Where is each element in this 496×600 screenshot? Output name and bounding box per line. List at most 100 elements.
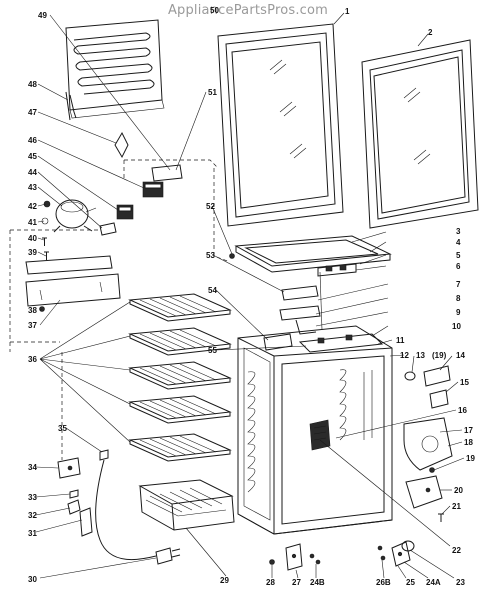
compressor-plate-part-37 [25,255,121,307]
power-cord [95,459,181,565]
callout-28: 28 [266,578,275,587]
callout-10: 10 [452,322,461,331]
callout-27: 27 [292,578,301,587]
clip-part-44 [99,222,117,236]
callout-21: 21 [452,502,461,511]
callout-5: 5 [456,251,461,260]
callout-16: 16 [458,406,467,415]
callout-36: 36 [28,355,37,364]
callout-12: 12 [400,351,409,360]
callout-1: 1 [345,7,350,16]
watermark: AppliancePartsPros.com [167,3,329,18]
hinge-part-54 [263,333,293,351]
callout-29: 29 [220,576,229,585]
callout-31: 31 [28,529,37,538]
callout-19-paren: (19) [432,351,447,360]
callout-50: 50 [210,6,219,15]
callout-18: 18 [464,438,473,447]
cord-clip-part-35 [99,449,109,461]
callout-47: 47 [28,108,37,117]
callout-39: 39 [28,248,37,257]
hinge-part-24A-25 [391,541,411,567]
screw-part-39 [44,251,49,260]
callout-37: 37 [28,321,37,330]
callout-4: 4 [456,238,461,247]
callout-51: 51 [208,88,217,97]
crisper-drawer [138,479,235,531]
callout-7: 7 [456,280,461,289]
callout-52: 52 [206,202,215,211]
callout-26B: 26B [376,578,391,587]
callout-3: 3 [456,227,461,236]
callout-44: 44 [28,168,37,177]
callout-6: 6 [456,262,461,271]
relay-box-part-34 [57,457,81,479]
switch-part-14 [423,365,451,387]
leader-lines [35,12,465,579]
callout-49: 49 [38,11,47,20]
callout-38: 38 [28,306,37,315]
bracket-part-20 [405,475,443,509]
hinge-screw-part-52 [229,253,235,259]
callout-42: 42 [28,202,37,211]
callout-40: 40 [28,234,37,243]
tube-part-48 [65,91,77,121]
plug-part-32 [67,499,81,515]
cabinet-body [237,325,393,535]
control-panel-parts-10-11 [298,333,384,353]
thermostat-part-7-8-9 [279,271,323,335]
callout-53: 53 [206,251,215,260]
insulation-part-53 [281,285,319,301]
evaporator-coil [65,19,165,119]
knob-part-13 [404,371,416,381]
wire-shelves [128,293,232,462]
door-glass-panel [217,23,344,227]
callout-45: 45 [28,152,37,161]
callout-8: 8 [456,294,461,303]
callout-14: 14 [456,351,465,360]
relay-part-45 [116,204,134,220]
relay-part-46 [142,181,164,198]
bracket-part-50 [151,164,183,182]
screw-part-24B [309,553,321,565]
lamp-part-15 [429,389,449,409]
control-strip-part-4 [317,263,357,277]
screw-part-33 [69,489,79,499]
callout-2: 2 [428,28,433,37]
callout-33: 33 [28,493,37,502]
callout-55: 55 [208,346,217,355]
hinge-part-27 [285,543,303,571]
callout-54: 54 [208,286,217,295]
callout-46: 46 [28,136,37,145]
callout-22: 22 [452,546,461,555]
lamp-cover-part-17-18 [403,417,453,471]
callout-24B: 24B [310,578,325,587]
callout-23: 23 [456,578,465,587]
bushing-part-31 [79,507,93,537]
callout-35: 35 [58,424,67,433]
grommet-part-41 [41,217,49,225]
callout-13: 13 [416,351,425,360]
callout-9: 9 [456,308,461,317]
screw-part-19 [429,467,435,473]
callout-30: 30 [28,575,37,584]
callout-25: 25 [406,578,415,587]
callout-43: 43 [28,183,37,192]
callout-32: 32 [28,511,37,520]
callout-20: 20 [454,486,463,495]
screw-part-21 [438,513,444,522]
callout-15: 15 [460,378,469,387]
fan-part-16-17 [309,419,331,451]
callout-24A: 24A [426,578,441,587]
callout-19: 19 [466,454,475,463]
callout-48: 48 [28,80,37,89]
door-frame [361,39,479,229]
foot-part-28 [269,559,275,565]
heater-part-47 [114,131,129,159]
screw-part-42 [43,200,51,208]
callout-17: 17 [464,426,473,435]
callout-34: 34 [28,463,37,472]
screw-part-26B [377,545,386,561]
